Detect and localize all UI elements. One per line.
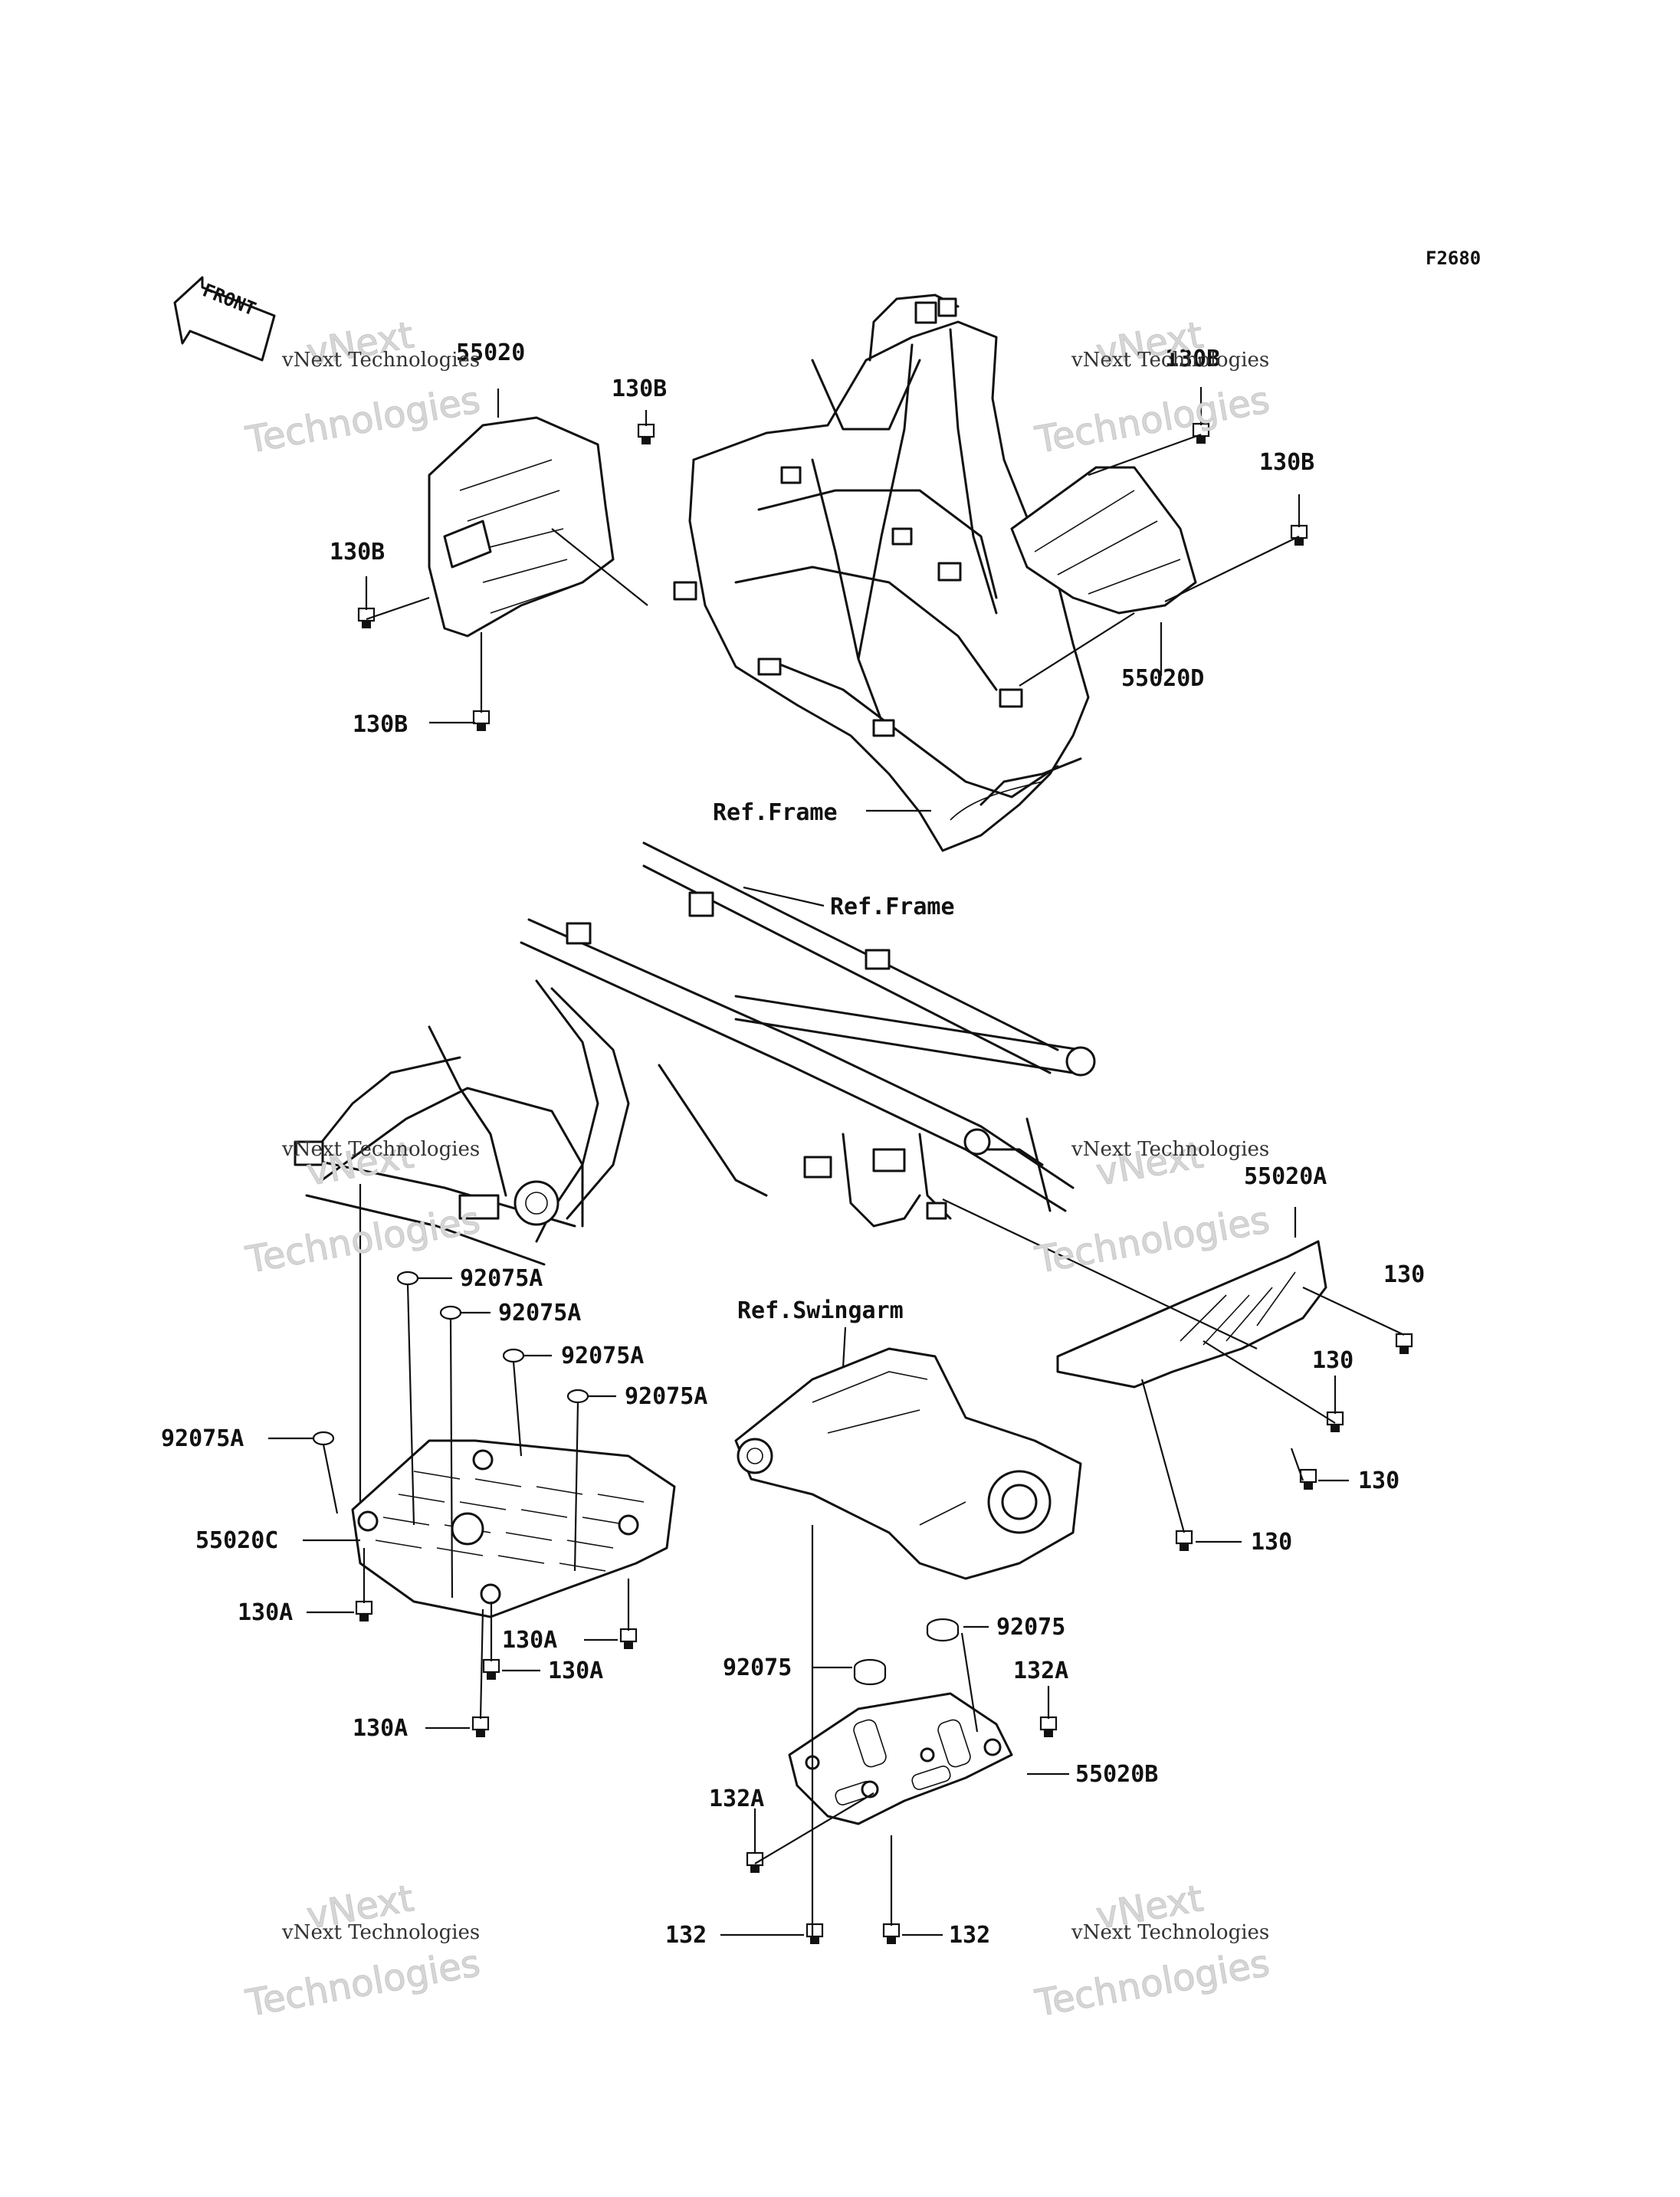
label-55020B: 55020B xyxy=(1075,1761,1158,1788)
leader-lines xyxy=(268,387,1405,1939)
label-130A-b: 130A xyxy=(502,1627,557,1654)
svg-text:vNext Technologies: vNext Technologies xyxy=(1071,1138,1269,1161)
guard-55020-illustration xyxy=(428,416,615,638)
label-130A-a: 130A xyxy=(238,1599,293,1626)
frame-upper-illustration xyxy=(673,293,1090,852)
svg-text:Technologies: Technologies xyxy=(242,1199,483,1282)
label-92075-b: 92075 xyxy=(723,1654,792,1681)
figure-code: F2680 xyxy=(1426,248,1481,269)
label-130B-b: 130B xyxy=(330,539,385,566)
label-130B-c: 130B xyxy=(353,711,408,738)
svg-text:Technologies: Technologies xyxy=(242,379,483,462)
label-130-b: 130 xyxy=(1312,1347,1354,1374)
svg-text:vNext Technologies: vNext Technologies xyxy=(281,1921,480,1944)
label-92075-a: 92075 xyxy=(996,1614,1065,1641)
label-55020D: 55020D xyxy=(1121,665,1204,692)
swingarm-illustration xyxy=(734,1347,1082,1580)
part-labels: 55020 130B 130B 130B 130B 130B 55020D Re… xyxy=(161,339,1425,1949)
label-92075A-c: 92075A xyxy=(561,1343,644,1369)
svg-text:Technologies: Technologies xyxy=(1032,1199,1272,1282)
label-130-d: 130 xyxy=(1251,1529,1292,1556)
label-130A-d: 130A xyxy=(353,1715,408,1742)
watermark-tl: vNext Technologies vNext Technologies xyxy=(242,313,484,463)
label-55020A: 55020A xyxy=(1244,1163,1327,1190)
label-ref-frame-lower: Ref.Frame xyxy=(830,894,955,920)
svg-text:vNext Technologies: vNext Technologies xyxy=(281,349,480,372)
label-130B-d: 130B xyxy=(1165,346,1220,372)
svg-text:vNext: vNext xyxy=(1093,1877,1206,1938)
grommets xyxy=(312,1271,960,1686)
svg-text:Technologies: Technologies xyxy=(242,1942,483,2025)
skid-plate-55020C-illustration xyxy=(351,1439,676,1618)
label-92075A-a: 92075A xyxy=(460,1265,543,1292)
frame-lower-illustration xyxy=(294,841,1096,1266)
label-55020: 55020 xyxy=(456,339,525,366)
label-92075A-e: 92075A xyxy=(161,1425,244,1452)
label-132A-b: 132A xyxy=(709,1785,764,1812)
svg-text:vNext Technologies: vNext Technologies xyxy=(281,1138,480,1161)
svg-text:Technologies: Technologies xyxy=(1032,1942,1272,2025)
label-130B-e: 130B xyxy=(1259,449,1314,476)
svg-text:vNext Technologies: vNext Technologies xyxy=(1071,349,1269,372)
guard-55020A-illustration xyxy=(1056,1240,1327,1389)
svg-text:vNext Technologies: vNext Technologies xyxy=(1071,1921,1269,1944)
label-130A-c: 130A xyxy=(548,1658,603,1684)
label-130-a: 130 xyxy=(1383,1261,1425,1288)
front-arrow-icon: FRONT xyxy=(173,276,276,362)
label-132-a: 132 xyxy=(665,1922,707,1949)
watermark-tr: vNext Technologies vNext Technologies xyxy=(1032,313,1273,463)
label-55020C: 55020C xyxy=(195,1527,278,1554)
label-130B-a: 130B xyxy=(612,375,667,402)
label-92075A-b: 92075A xyxy=(498,1300,581,1326)
guard-55020D-illustration xyxy=(1010,466,1197,615)
label-132A-a: 132A xyxy=(1013,1658,1068,1684)
label-132-b: 132 xyxy=(949,1922,990,1949)
label-ref-swingarm: Ref.Swingarm xyxy=(737,1297,904,1324)
watermark-br: vNext Technologies vNext Technologies xyxy=(1032,1877,1273,2026)
skid-plate-55020B-illustration xyxy=(788,1692,1013,1825)
watermark-bl: vNext Technologies vNext Technologies xyxy=(242,1877,484,2026)
svg-text:Technologies: Technologies xyxy=(1032,379,1272,462)
label-92075A-d: 92075A xyxy=(625,1383,707,1410)
label-130-c: 130 xyxy=(1358,1467,1399,1494)
watermark-mr: vNext Technologies vNext Technologies xyxy=(1032,1133,1273,1283)
label-ref-frame-upper: Ref.Frame xyxy=(713,799,838,826)
